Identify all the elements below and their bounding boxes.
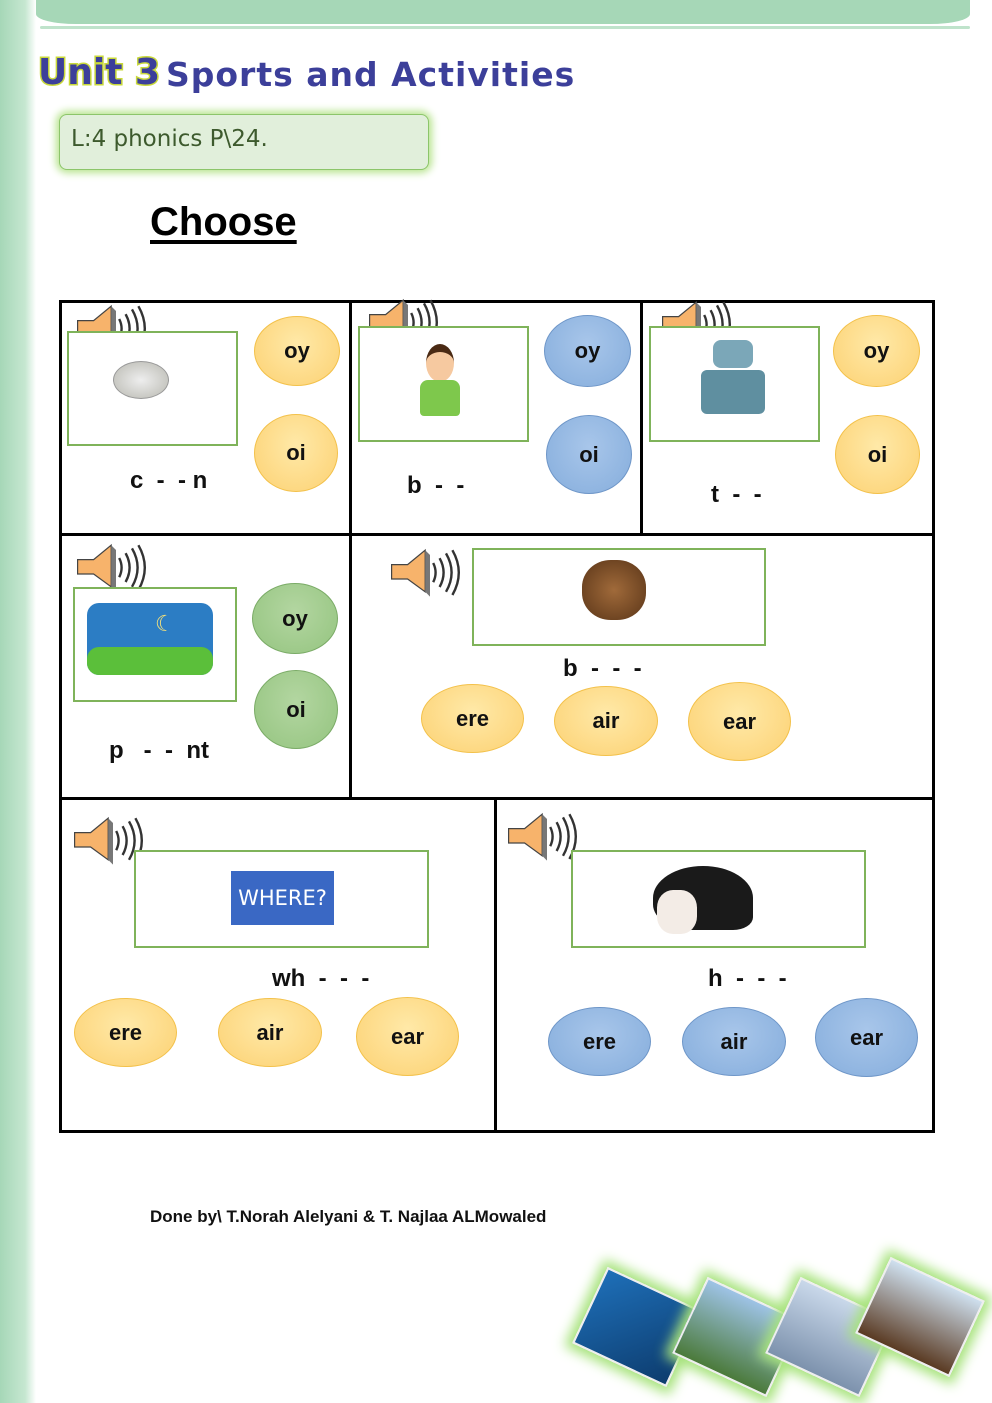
option-oi[interactable]: oi xyxy=(835,415,920,494)
option-oi[interactable]: oi xyxy=(546,415,632,494)
option-oy[interactable]: oy xyxy=(544,315,631,387)
top-decoration xyxy=(36,0,970,24)
word-blank: wh - - - xyxy=(272,965,370,992)
word-blank: t - - xyxy=(711,481,762,508)
option-air[interactable]: air xyxy=(682,1007,786,1076)
divider xyxy=(349,300,352,536)
photo-diving xyxy=(572,1266,702,1388)
boy-head xyxy=(426,344,454,382)
option-ere[interactable]: ere xyxy=(74,998,177,1067)
word-blank: b - - - xyxy=(563,655,642,682)
speaker-icon[interactable] xyxy=(390,540,470,610)
exercise-grid xyxy=(59,300,935,1133)
instruction: Choose xyxy=(150,200,297,244)
option-air[interactable]: air xyxy=(218,998,322,1067)
moon-icon: ☾ xyxy=(155,611,175,636)
option-ear[interactable]: ear xyxy=(356,997,459,1076)
top-line xyxy=(40,26,970,29)
divider xyxy=(59,533,933,536)
picture-bear xyxy=(472,548,766,646)
unit-label: Unit 3 xyxy=(37,51,162,95)
option-ear[interactable]: ear xyxy=(688,682,791,761)
robot-body xyxy=(701,370,765,414)
option-oy[interactable]: oy xyxy=(252,583,338,654)
bushes xyxy=(87,647,213,675)
option-ere[interactable]: ere xyxy=(421,684,524,753)
lesson-box: L:4 phonics P\24. xyxy=(59,114,429,170)
divider xyxy=(349,533,352,799)
credit-text: Done by\ T.Norah Alelyani & T. Najlaa AL… xyxy=(150,1207,547,1226)
left-decoration xyxy=(0,0,36,1403)
option-oi[interactable]: oi xyxy=(254,670,338,749)
picture-where: WHERE? xyxy=(134,850,429,948)
lesson-label: L:4 phonics P\24. xyxy=(71,126,268,152)
option-ere[interactable]: ere xyxy=(548,1007,651,1076)
word-blank: c - - n xyxy=(130,467,208,494)
option-oi[interactable]: oi xyxy=(254,414,338,492)
picture-toy xyxy=(649,326,820,442)
robot-head xyxy=(713,340,753,368)
word-blank: h - - - xyxy=(708,965,787,992)
face-image xyxy=(657,890,697,934)
bear-image xyxy=(582,560,646,620)
divider xyxy=(494,797,497,1131)
where-sign: WHERE? xyxy=(231,871,334,925)
option-oy[interactable]: oy xyxy=(254,316,340,386)
picture-point: ☾ xyxy=(73,587,237,702)
option-air[interactable]: air xyxy=(554,686,658,756)
coin-image xyxy=(113,361,169,399)
word-blank: p - - nt xyxy=(109,737,209,764)
option-oy[interactable]: oy xyxy=(833,315,920,387)
picture-hair xyxy=(571,850,866,948)
boy-body xyxy=(420,380,460,416)
option-ear[interactable]: ear xyxy=(815,998,918,1077)
picture-boy xyxy=(358,326,529,442)
word-blank: b - - xyxy=(407,472,465,499)
divider xyxy=(640,300,643,536)
page-title: Sports and Activities xyxy=(166,55,576,94)
picture-coin xyxy=(67,331,238,446)
